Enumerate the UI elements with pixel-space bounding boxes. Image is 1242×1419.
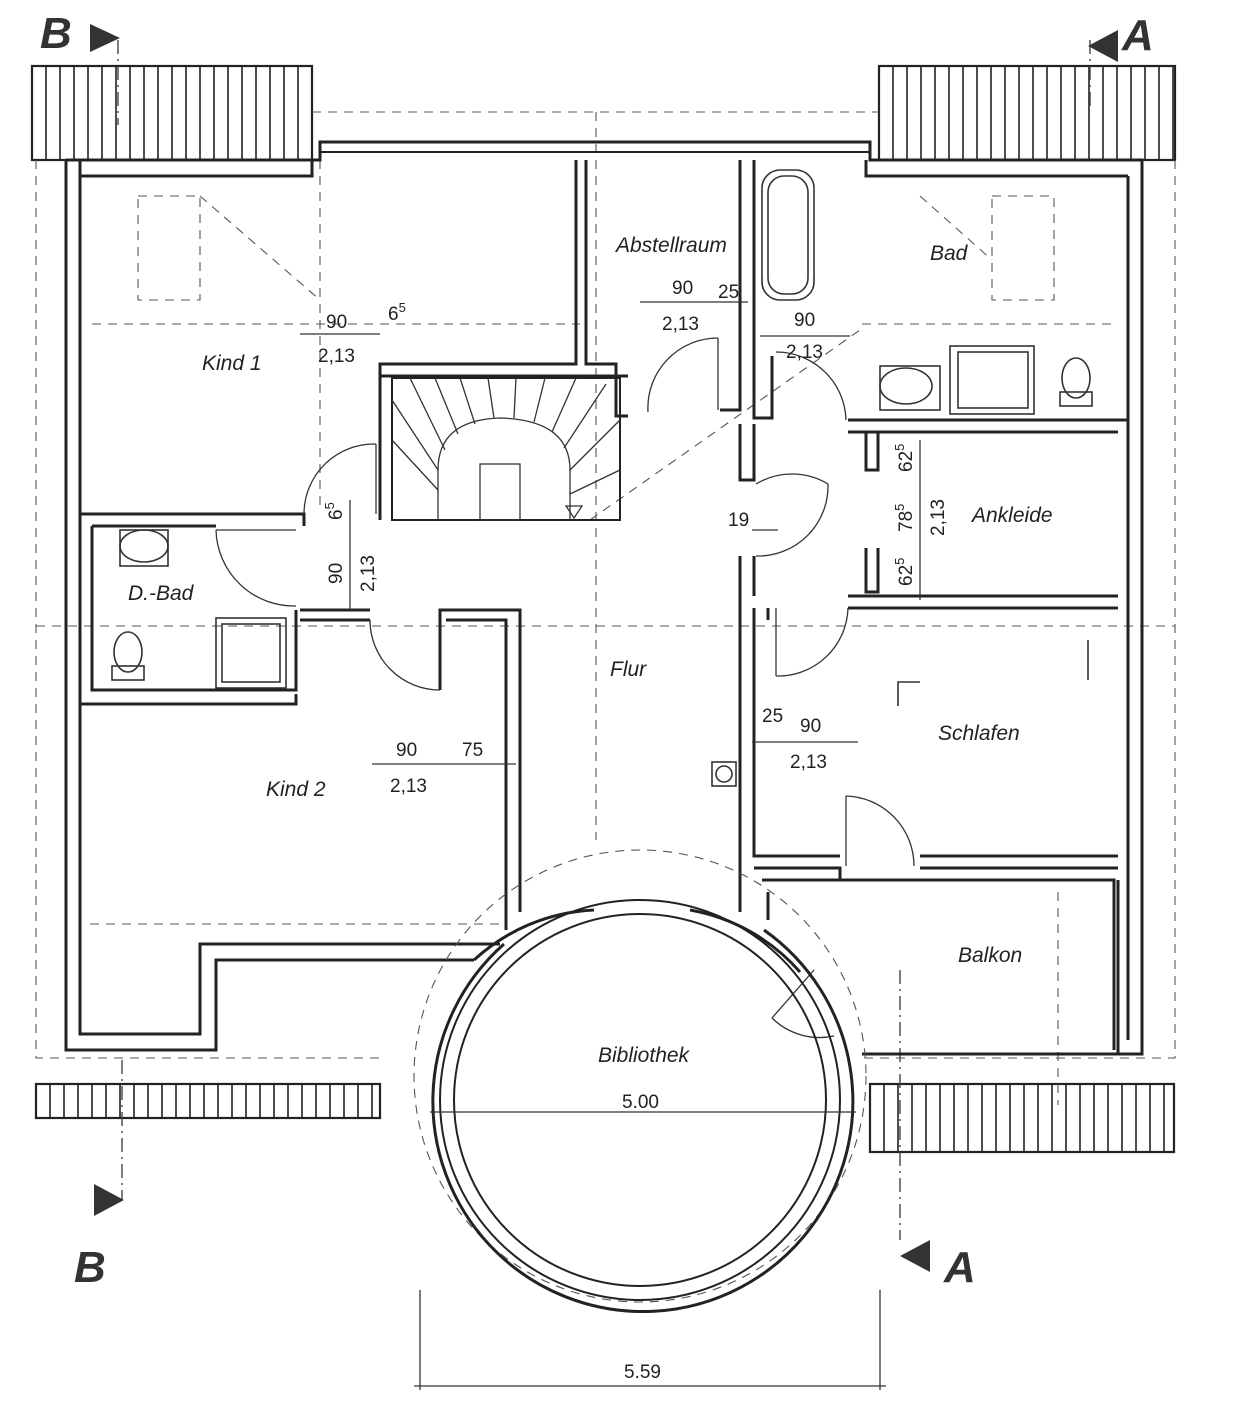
svg-text:90: 90 xyxy=(326,563,347,584)
roof-eave-bottom-right xyxy=(868,1082,1176,1154)
section-letter-b-top: B xyxy=(40,9,72,58)
dim-kind1-height: 2,13 xyxy=(318,346,355,367)
dim-dbad-height: 2,13 xyxy=(358,555,379,592)
dim-dbad-gap: 65 xyxy=(322,502,347,520)
overhang-lines xyxy=(35,111,1176,1105)
dim-bad-height: 2,13 xyxy=(786,342,823,363)
dim-kind1-width: 90 xyxy=(326,312,347,333)
dim-abst-height: 2,13 xyxy=(662,314,699,335)
dim-kind2-width: 90 xyxy=(396,740,417,761)
dim-schlafen-gap: 25 xyxy=(762,706,783,727)
dim-kind1-gap: 65 xyxy=(388,300,406,325)
svg-text:625: 625 xyxy=(892,558,917,586)
dim-ankleide-height: 2,13 xyxy=(928,499,949,536)
svg-text:2,13: 2,13 xyxy=(928,499,949,536)
section-letter-b-bottom: B xyxy=(74,1243,106,1292)
roof-eave-bottom-left xyxy=(34,1082,382,1120)
section-cut-lines xyxy=(117,40,1091,1240)
dim-flur-19: 19 xyxy=(728,510,749,531)
library-tower xyxy=(413,849,886,1390)
svg-text:2,13: 2,13 xyxy=(358,555,379,592)
dimension-lines xyxy=(300,301,921,765)
dim-ankleide-mid: 785 xyxy=(892,504,917,532)
dim-bibliothek-inner: 5.00 xyxy=(622,1092,659,1113)
section-marker-a-top: A xyxy=(1088,11,1154,62)
room-label-flur: Flur xyxy=(610,658,647,681)
room-label-kind-1: Kind 1 xyxy=(202,352,262,375)
room-label-bibliothek: Bibliothek xyxy=(598,1044,691,1067)
room-label-ankleide: Ankleide xyxy=(970,504,1053,527)
room-label-schlafen: Schlafen xyxy=(938,722,1020,745)
room-label-d-bad: D.-Bad xyxy=(128,582,195,605)
roof-tile-lines xyxy=(45,66,1174,1152)
dim-schlafen-height: 2,13 xyxy=(790,752,827,773)
sanitary-fixtures xyxy=(111,169,1093,787)
section-letter-a-top: A xyxy=(1121,11,1154,60)
dim-abst-gap: 25 xyxy=(718,282,739,303)
interior-walls xyxy=(80,160,1128,1054)
exterior-walls xyxy=(64,140,1144,1056)
doors xyxy=(215,337,915,1039)
dim-dbad-width: 90 xyxy=(326,563,347,584)
section-marker-b-top: B xyxy=(40,9,120,58)
room-label-bad: Bad xyxy=(930,242,969,265)
dim-ankleide-top: 625 xyxy=(892,444,917,472)
dim-kind2-gap: 75 xyxy=(462,740,483,761)
dim-bibliothek-outer: 5.59 xyxy=(624,1362,661,1383)
room-label-abstellraum: Abstellraum xyxy=(614,234,727,257)
dim-abst-width: 90 xyxy=(672,278,693,299)
room-label-balkon: Balkon xyxy=(958,944,1022,967)
section-marker-a-bottom: A xyxy=(900,1240,976,1292)
staircase xyxy=(391,377,621,521)
dim-ankleide-bottom: 625 xyxy=(892,558,917,586)
svg-text:65: 65 xyxy=(322,502,347,520)
section-marker-b-bottom: B xyxy=(74,1184,124,1292)
room-label-kind-2: Kind 2 xyxy=(266,778,326,801)
svg-text:625: 625 xyxy=(892,444,917,472)
section-letter-a-bottom: A xyxy=(943,1243,976,1292)
svg-text:785: 785 xyxy=(892,504,917,532)
dim-bad-width: 90 xyxy=(794,310,815,331)
dim-schlafen-width: 90 xyxy=(800,716,821,737)
dim-kind2-height: 2,13 xyxy=(390,776,427,797)
